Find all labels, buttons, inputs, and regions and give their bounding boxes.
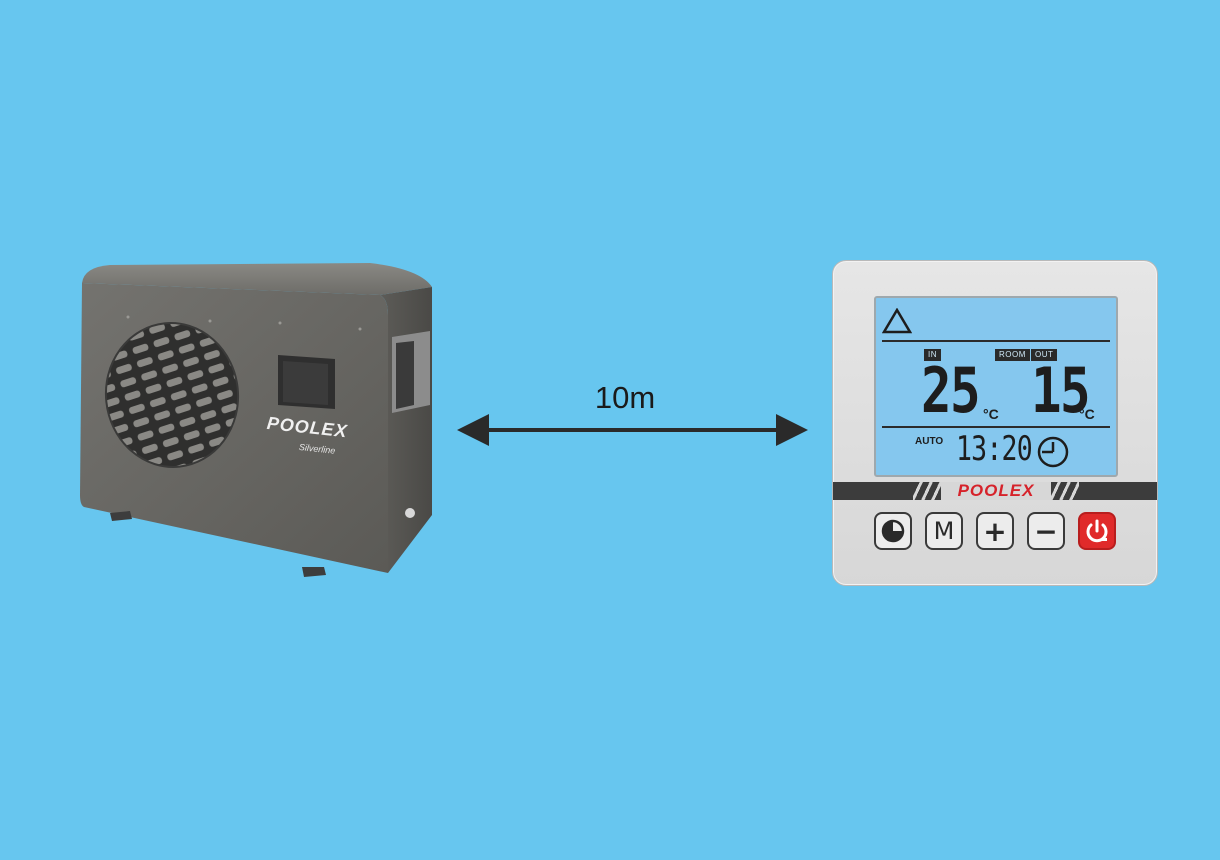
heat-pump-series-badge: Silverline xyxy=(298,441,336,456)
brand-band: POOLEX xyxy=(833,482,1157,500)
tag-in: IN xyxy=(924,349,941,361)
lcd-divider-bottom xyxy=(882,426,1110,428)
clock-icon xyxy=(1037,436,1069,468)
distance-arrow xyxy=(457,414,808,446)
remote-controller: IN ROOM OUT 25 °C 15 °C AUTO 13:20 POOLE… xyxy=(832,260,1158,586)
temp-in-unit: °C xyxy=(983,406,999,422)
tag-out: OUT xyxy=(1031,349,1058,361)
brand-stripes-right xyxy=(1051,482,1079,500)
lcd-divider-top xyxy=(882,340,1110,342)
temp-in-value: 25 xyxy=(921,354,981,427)
power-button[interactable] xyxy=(1078,512,1116,550)
controller-brand-logo: POOLEX xyxy=(941,482,1051,500)
time-display: 13:20 xyxy=(956,429,1033,469)
lcd-display: IN ROOM OUT 25 °C 15 °C AUTO 13:20 xyxy=(874,296,1118,477)
temp-out-unit: °C xyxy=(1079,406,1095,422)
timer-button[interactable] xyxy=(874,512,912,550)
mode-indicator: AUTO xyxy=(915,436,944,447)
plus-button[interactable]: + xyxy=(976,512,1014,550)
distance-label: 10m xyxy=(594,380,656,415)
heat-pump-unit xyxy=(80,263,432,577)
mode-button[interactable]: M xyxy=(925,512,963,550)
minus-button[interactable]: − xyxy=(1027,512,1065,550)
temp-out-value: 15 xyxy=(1031,354,1091,427)
tag-room: ROOM xyxy=(995,349,1030,361)
brand-stripes-left xyxy=(913,482,941,500)
power-icon xyxy=(1086,519,1108,543)
timer-icon xyxy=(881,519,905,543)
warning-triangle-icon xyxy=(882,308,912,334)
